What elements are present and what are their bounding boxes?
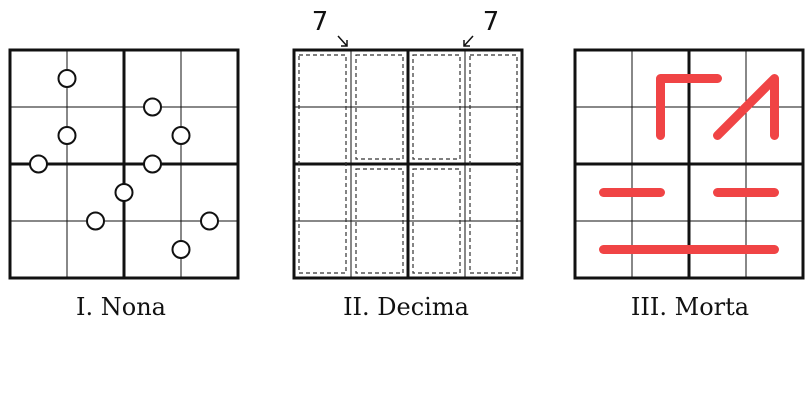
clue-left: 7 bbox=[312, 7, 329, 37]
circle-marker bbox=[143, 154, 162, 174]
panel-nona bbox=[8, 48, 240, 280]
caption-decima: II. Decima bbox=[343, 293, 469, 321]
circle-marker bbox=[57, 69, 77, 88]
circle-marker bbox=[171, 240, 191, 259]
circle-marker bbox=[171, 126, 191, 145]
caption-morta: III. Morta bbox=[631, 293, 749, 321]
circle-marker bbox=[57, 126, 77, 145]
red-line bbox=[656, 74, 722, 140]
clue-right: 7 bbox=[483, 7, 500, 37]
cage-outline bbox=[469, 54, 518, 274]
circle-marker bbox=[29, 154, 48, 174]
caption-nona: I. Nona bbox=[76, 293, 166, 321]
circle-marker bbox=[143, 97, 162, 117]
panel-decima bbox=[292, 35, 524, 280]
cage-outline bbox=[412, 54, 461, 160]
cage-outline bbox=[412, 168, 461, 274]
grid-border bbox=[8, 48, 240, 280]
circle-marker bbox=[200, 211, 219, 231]
cage-outline bbox=[355, 54, 404, 160]
clue-arrow bbox=[463, 35, 474, 47]
circle-marker bbox=[86, 211, 105, 231]
red-line bbox=[713, 74, 779, 140]
grid-border bbox=[292, 48, 524, 280]
grid-border bbox=[573, 48, 805, 280]
cage-outline bbox=[298, 54, 347, 274]
clue-arrow bbox=[337, 35, 348, 47]
circle-marker bbox=[114, 183, 134, 202]
panel-morta bbox=[573, 48, 805, 280]
cage-outline bbox=[355, 168, 404, 274]
